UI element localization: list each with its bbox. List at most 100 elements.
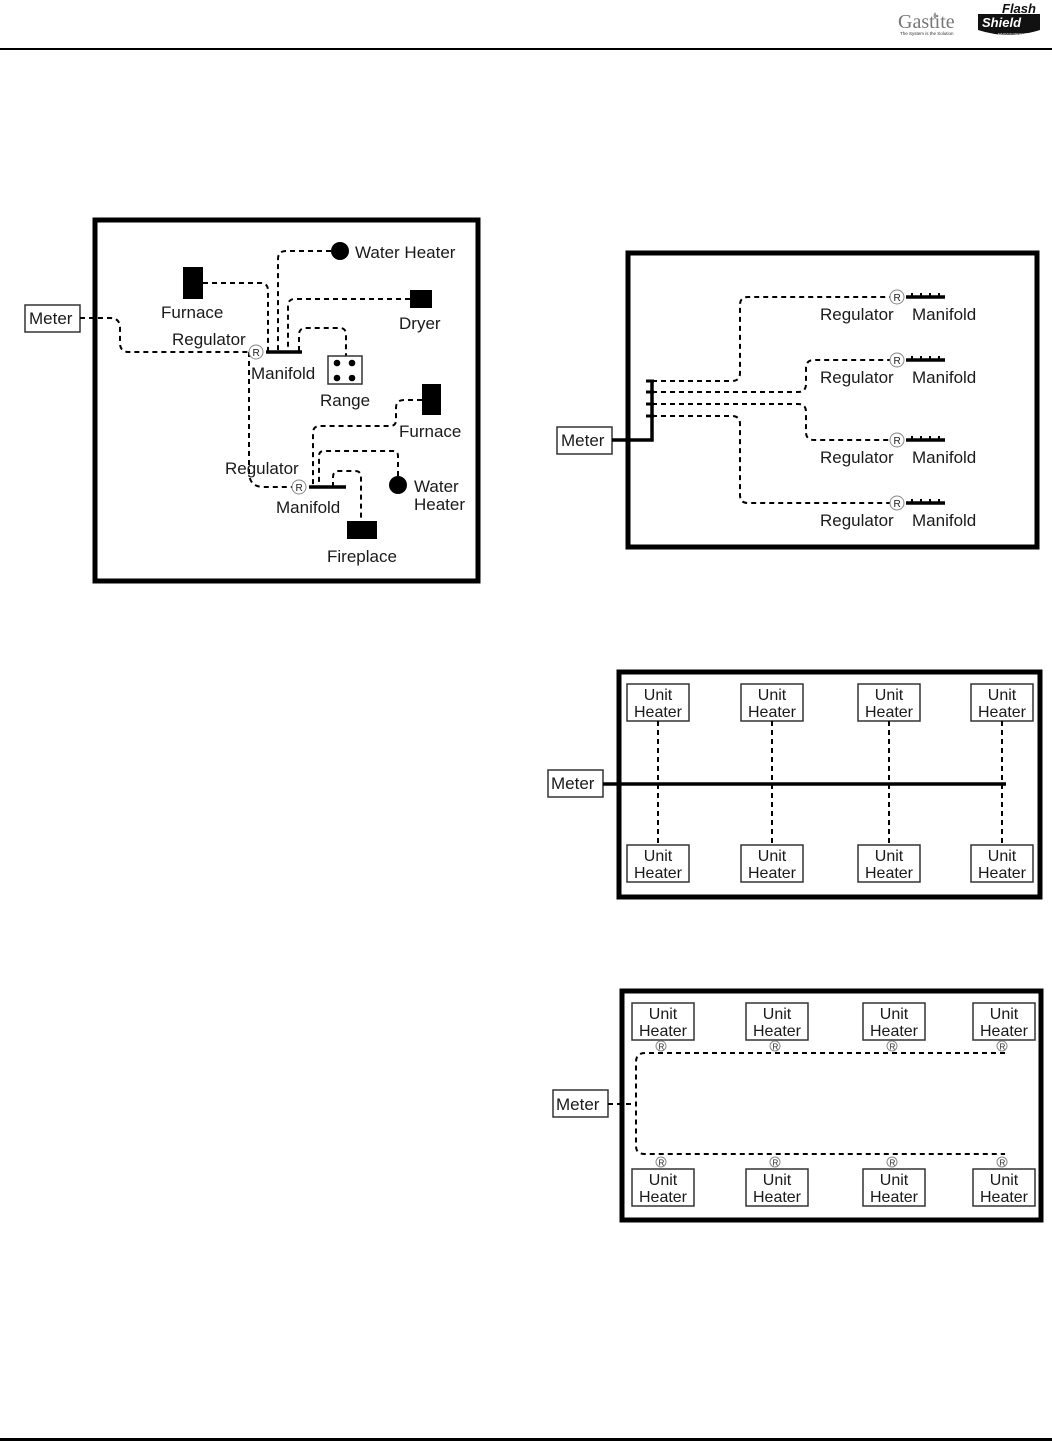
regulator-symbol-text: R <box>1000 1043 1006 1052</box>
dryer-icon <box>410 290 432 308</box>
meter-label: Meter <box>551 774 595 793</box>
meter-box <box>547 769 604 798</box>
regulator-symbol-text: R <box>659 1043 665 1052</box>
furnace-1-label: Furnace <box>161 303 223 322</box>
regulator-symbol-text: R <box>894 293 901 304</box>
unit-heater-label: Unit <box>649 1172 678 1189</box>
manifold-2-label: Manifold <box>276 498 340 517</box>
regulator-symbol-text: R <box>773 1043 779 1052</box>
unit-heater-box <box>740 683 804 722</box>
pipe-dryer <box>287 298 410 351</box>
unit-heater-label: Unit <box>644 848 673 865</box>
pipe-regulator-to-branch <box>248 352 296 488</box>
furnace-1-icon <box>183 267 203 299</box>
svg-text:Heater: Heater <box>414 495 465 514</box>
regulator-symbol-text: R <box>890 1043 896 1052</box>
unit-heater-box <box>631 1002 695 1041</box>
unit-heater-label: Unit <box>880 1006 909 1023</box>
regulator-symbol <box>769 1040 781 1052</box>
header-rule <box>0 48 1052 50</box>
fireplace-icon <box>347 521 377 539</box>
svg-text:Heater: Heater <box>980 1189 1029 1206</box>
svg-text:Heater: Heater <box>978 865 1027 882</box>
regulator-label: Regulator <box>820 368 894 387</box>
unit-heater-label: Unit <box>875 848 904 865</box>
unit-heater-box <box>970 844 1034 883</box>
meter-label: Meter <box>556 1095 600 1114</box>
svg-text:Heater: Heater <box>865 704 914 721</box>
unit-heater-label: Unit <box>875 687 904 704</box>
meter-box <box>552 1089 609 1118</box>
manifold-1-label: Manifold <box>251 364 315 383</box>
unit-heater-label: Unit <box>649 1006 678 1023</box>
unit-heater-box <box>862 1168 926 1207</box>
svg-text:Heater: Heater <box>870 1189 919 1206</box>
pipe-fireplace <box>332 470 362 522</box>
svg-text:Heater: Heater <box>748 865 797 882</box>
unit-heater-label: Unit <box>763 1172 792 1189</box>
unit-heater-box <box>626 683 690 722</box>
unit-heater-box <box>631 1168 695 1207</box>
brand-logos: Gastite The System is the Solution Flash… <box>898 2 1040 36</box>
meter-label: Meter <box>29 309 73 328</box>
svg-text:Heater: Heater <box>639 1023 688 1040</box>
dryer-label: Dryer <box>399 314 441 333</box>
building-outline <box>625 250 1040 550</box>
water-heater-2-icon <box>389 476 407 494</box>
regulator-1-label: Regulator <box>172 330 246 349</box>
unit-heater-label: Unit <box>758 848 787 865</box>
regulator-2-label: Regulator <box>225 459 299 478</box>
meter-box <box>556 426 613 455</box>
unit-heater-label: Unit <box>880 1172 909 1189</box>
footer-rule <box>0 1438 1052 1441</box>
regulator-symbol <box>996 1156 1008 1168</box>
range-icon <box>327 355 363 385</box>
svg-text:R: R <box>253 348 260 359</box>
unit-heater-label: Unit <box>758 687 787 704</box>
meter-label: Meter <box>561 431 605 450</box>
regulator-symbol-text: R <box>894 499 901 510</box>
manifold-label: Manifold <box>912 511 976 530</box>
svg-text:Heater: Heater <box>639 1189 688 1206</box>
regulator-symbol-text: R <box>890 1159 896 1168</box>
gastite-logo: Gastite The System is the Solution <box>898 11 955 36</box>
svg-text:R: R <box>296 483 303 494</box>
branch-pipe <box>652 359 890 393</box>
water-heater-1-icon <box>331 242 349 260</box>
furnace-2-icon <box>422 384 441 415</box>
meter-box <box>24 304 81 333</box>
unit-heater-label: Unit <box>644 687 673 704</box>
regulator-symbol-text: R <box>1000 1159 1006 1168</box>
regulator-symbol <box>655 1156 667 1168</box>
main-trunk <box>612 381 654 442</box>
svg-text:Heater: Heater <box>753 1023 802 1040</box>
regulator-symbol-text: R <box>894 436 901 447</box>
unit-heater-box <box>970 683 1034 722</box>
regulator-symbol-text: R <box>659 1159 665 1168</box>
regulator-label: Regulator <box>820 511 894 530</box>
regulator-symbol <box>886 1040 898 1052</box>
regulator-symbol <box>996 1040 1008 1052</box>
unit-heater-box <box>745 1002 809 1041</box>
unit-heater-box <box>972 1002 1036 1041</box>
unit-heater-label: Unit <box>763 1006 792 1023</box>
svg-text:Heater: Heater <box>634 865 683 882</box>
pipe-water-heater <box>277 250 331 351</box>
manifold-label: Manifold <box>912 368 976 387</box>
range-label: Range <box>320 391 370 410</box>
